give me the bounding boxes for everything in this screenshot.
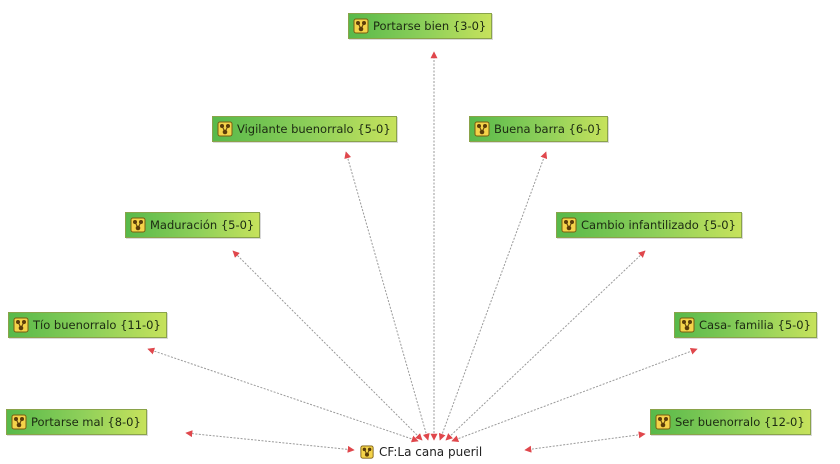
node-buena-barra[interactable]: Buena barra {6-0}: [469, 116, 608, 142]
node-portarse-mal[interactable]: Portarse mal {8-0}: [6, 409, 147, 435]
node-label: Ser buenorralo {12-0}: [675, 415, 805, 429]
node-label: Portarse mal {8-0}: [31, 415, 141, 429]
edge-ser-buenorralo: [524, 431, 646, 453]
node-ser-buenorralo[interactable]: Ser buenorralo {12-0}: [650, 409, 811, 435]
edge-vigilante-buenorralo: [344, 151, 430, 441]
family-network-icon: [130, 217, 146, 233]
edge-portarse-mal: [185, 430, 355, 453]
node-vigilante-buenorralo[interactable]: Vigilante buenorralo {5-0}: [212, 116, 397, 142]
node-casa-familia[interactable]: Casa- familia {5-0}: [674, 312, 817, 338]
node-label: Cambio infantilizado {5-0}: [581, 218, 736, 232]
node-label: Casa- familia {5-0}: [699, 318, 811, 332]
edge-maduracion: [232, 250, 423, 441]
node-tio-buenorralo[interactable]: Tío buenorralo {11-0}: [8, 312, 167, 338]
family-network-icon: [679, 317, 695, 333]
edge-buena-barra: [438, 151, 548, 441]
node-label: Vigilante buenorralo {5-0}: [237, 122, 391, 136]
family-network-icon: [11, 414, 27, 430]
edge-cambio-infantilizado: [445, 250, 646, 441]
node-maduracion[interactable]: Maduración {5-0}: [125, 212, 261, 238]
family-network-icon: [13, 317, 29, 333]
edge-casa-familia: [451, 347, 698, 443]
node-label: Tío buenorralo {11-0}: [33, 318, 161, 332]
node-portarse-bien[interactable]: Portarse bien {3-0}: [348, 13, 493, 39]
center-node-label: CF:La cana pueril: [379, 445, 483, 459]
family-network-icon: [655, 414, 671, 430]
family-network-icon: [474, 121, 490, 137]
family-network-icon: [217, 121, 233, 137]
node-label: Portarse bien {3-0}: [373, 19, 487, 33]
family-network-icon: [561, 217, 577, 233]
center-node[interactable]: CF:La cana pueril: [360, 443, 482, 461]
node-label: Buena barra {6-0}: [494, 122, 602, 136]
node-label: Maduración {5-0}: [150, 218, 255, 232]
family-network-icon: [353, 18, 369, 34]
node-cambio-infantilizado[interactable]: Cambio infantilizado {5-0}: [556, 212, 742, 238]
family-network-icon: [360, 445, 374, 459]
